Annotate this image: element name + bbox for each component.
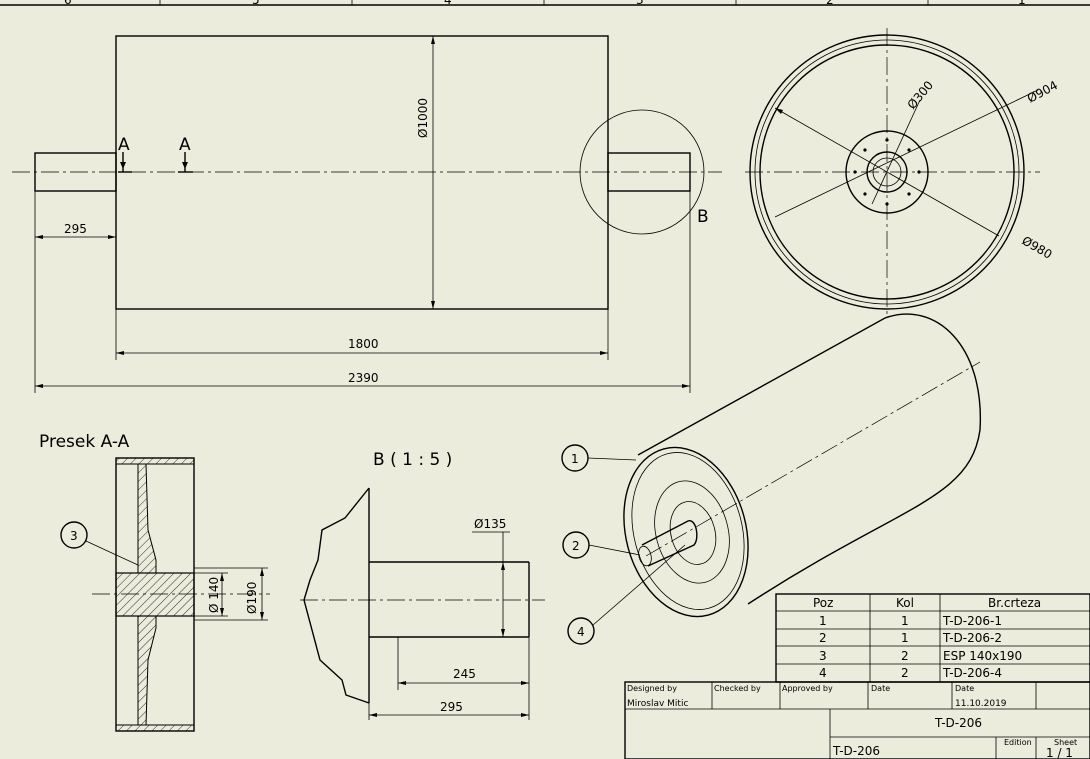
svg-text:T-D-206-4: T-D-206-4: [942, 666, 1002, 680]
dim-shaft-length: 295: [64, 222, 87, 236]
parts-header: Br.crteza: [988, 596, 1041, 610]
svg-text:T-D-206-2: T-D-206-2: [942, 631, 1002, 645]
iso-view: 1 2 4: [561, 313, 981, 645]
date-value: 11.10.2019: [955, 699, 1007, 709]
dim-outer-diameter: Ø980: [1020, 233, 1055, 261]
designer-name: Miroslav Mitic: [627, 699, 688, 709]
dim-bore: Ø 140: [207, 577, 221, 613]
parts-row: 3 2 ESP 140x190: [819, 649, 1022, 663]
svg-text:2: 2: [901, 649, 909, 663]
iso-balloon: 1: [561, 444, 637, 472]
parts-row: 1 1 T-D-206-1: [819, 614, 1002, 628]
drawing-title: T-D-206: [934, 716, 982, 730]
detail-view: B ( 1 : 5 ) Ø135 245 295: [300, 450, 545, 720]
zone-strip: 6 5 4 3 2 1: [0, 0, 1090, 7]
svg-text:ESP 140x190: ESP 140x190: [943, 649, 1022, 663]
approved-by-label: Approved by: [782, 684, 833, 693]
dim-drum-diameter: Ø1000: [416, 98, 430, 138]
zone-label: 1: [1018, 0, 1026, 7]
parts-list: Poz Kol Br.crteza 1 1 T-D-206-1 2 1 T-D-…: [775, 593, 1090, 683]
iso-balloon: 2: [562, 531, 641, 559]
detail-marker: B: [697, 207, 709, 227]
zone-label: 2: [826, 0, 834, 7]
svg-text:1: 1: [819, 614, 827, 628]
dim-mid-diameter: Ø904: [1025, 78, 1060, 106]
dim-length-b: 295: [440, 700, 463, 714]
edition-label: Edition: [1004, 738, 1032, 747]
parts-header: Poz: [813, 596, 833, 610]
iso-balloon: 4: [567, 544, 686, 645]
dim-shaft-diameter: Ø135: [474, 517, 506, 531]
section-view: Presek A-A Ø 140 Ø190 3: [39, 432, 270, 732]
dim-total-length: 2390: [348, 371, 379, 385]
title-block: Designed by Checked by Approved by Date …: [624, 681, 1090, 759]
section-cut-marker: A A: [118, 135, 193, 173]
side-view: Ø300 Ø904 Ø980: [745, 28, 1060, 316]
svg-text:3: 3: [70, 529, 78, 543]
section-marker-right: A: [179, 135, 191, 155]
svg-text:4: 4: [577, 625, 585, 639]
checked-by-label: Checked by: [714, 684, 761, 693]
section-marker-left: A: [118, 135, 130, 155]
drawing-number: T-D-206: [832, 744, 880, 758]
designed-by-label: Designed by: [627, 684, 677, 693]
detail-circle: [579, 109, 705, 235]
svg-text:1: 1: [571, 452, 579, 466]
sheet-label: Sheet: [1054, 738, 1077, 747]
dim-inner-diameter: Ø300: [905, 78, 937, 112]
svg-text:3: 3: [819, 649, 827, 663]
section-title: Presek A-A: [39, 432, 130, 452]
section-balloon: 3: [60, 521, 139, 566]
dim-hub: Ø190: [245, 582, 259, 614]
right-shaft: [607, 152, 691, 192]
parts-row: 2 1 T-D-206-2: [819, 631, 1002, 645]
svg-text:1: 1: [901, 614, 909, 628]
svg-text:T-D-206-1: T-D-206-1: [942, 614, 1002, 628]
svg-text:2: 2: [572, 539, 580, 553]
svg-text:4: 4: [819, 666, 827, 680]
zone-label: 5: [252, 0, 260, 7]
svg-text:1: 1: [901, 631, 909, 645]
zone-label: 3: [636, 0, 644, 7]
zone-label: 4: [444, 0, 452, 7]
parts-row: 4 2 T-D-206-4: [819, 666, 1002, 680]
date-label: Date: [955, 684, 974, 693]
front-view: A A B 295 1800 2390 Ø1000: [12, 35, 722, 393]
parts-header: Kol: [896, 596, 914, 610]
date-label: Date: [871, 684, 890, 693]
zone-label: 6: [64, 0, 72, 7]
dim-drum-length: 1800: [348, 337, 379, 351]
svg-text:2: 2: [901, 666, 909, 680]
svg-text:2: 2: [819, 631, 827, 645]
dim-length-a: 245: [453, 667, 476, 681]
detail-title: B ( 1 : 5 ): [373, 450, 452, 470]
sheet-number: 1 / 1: [1046, 746, 1073, 759]
